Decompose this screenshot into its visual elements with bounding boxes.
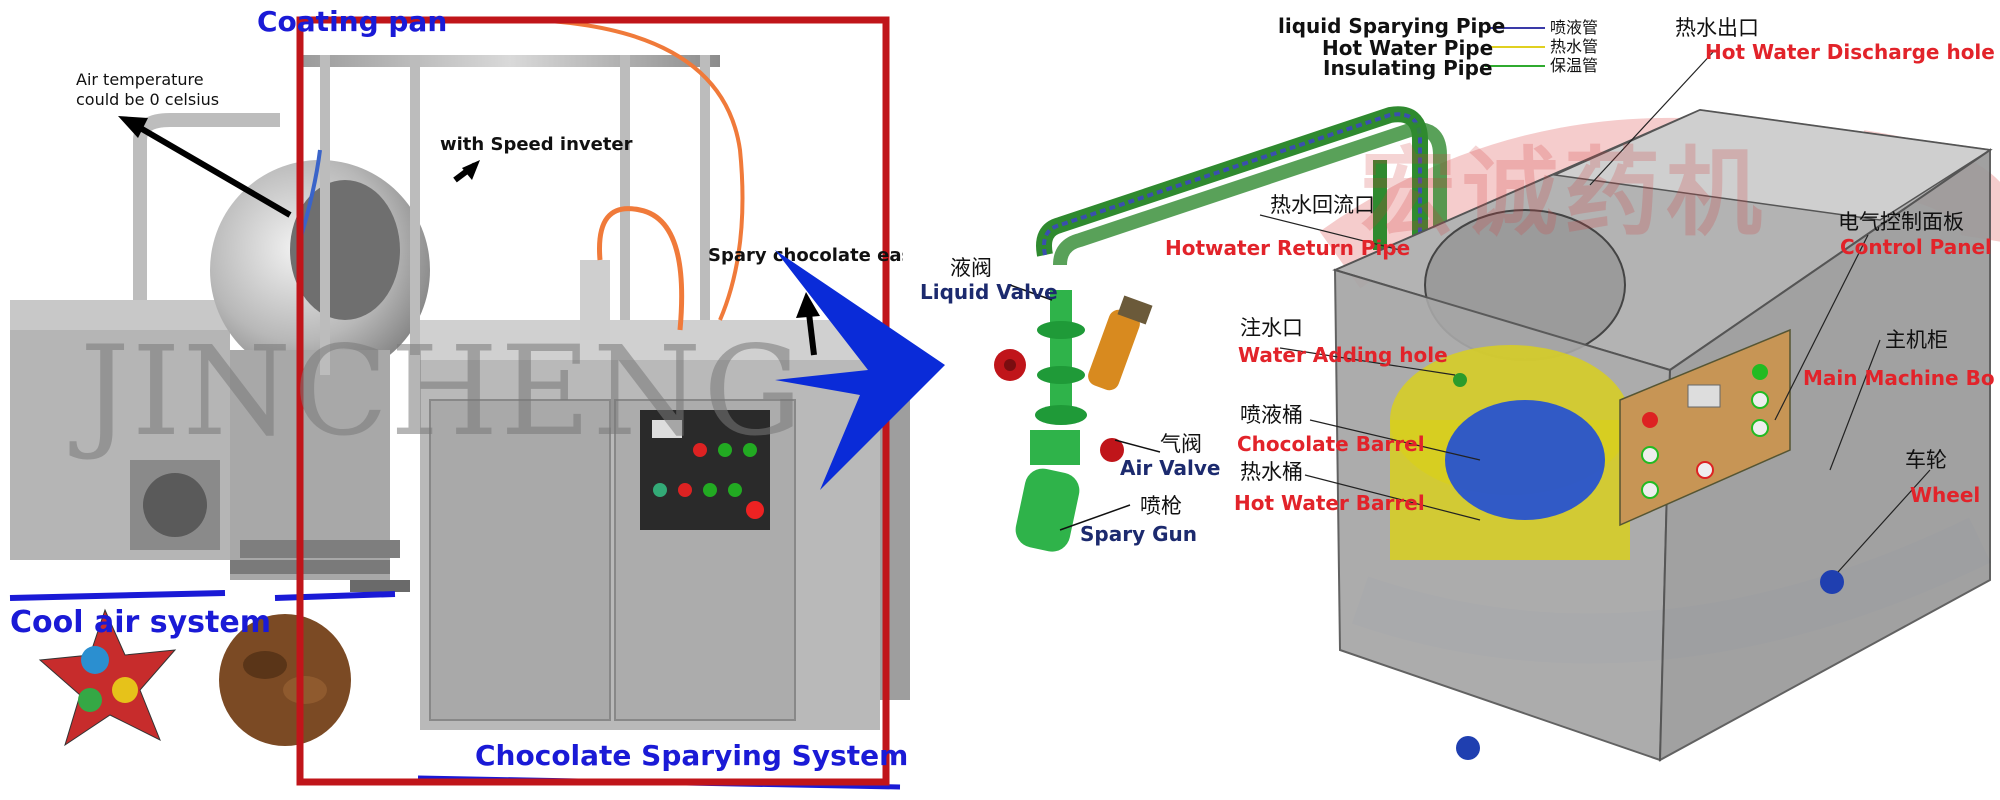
hotwater-return-cn: 热水回流口 <box>1270 193 1375 217</box>
legend-liquid-pipe-en: liquid Sparying Pipe <box>1278 14 1506 38</box>
left-photo-panel: JINCHENG Coating pan Air temperature cou… <box>0 0 910 800</box>
main-machine-en: Main Machine Bo <box>1803 366 1995 390</box>
chocolate-spraying-system-label: Chocolate Sparying System <box>475 739 909 772</box>
cad-control-panel <box>1619 328 1791 527</box>
water-adding-cn: 注水口 <box>1240 316 1303 340</box>
water-adding-en: Water Adding hole <box>1238 343 1448 367</box>
spray-gun-cn-label: 喷枪 <box>1140 494 1182 518</box>
hot-water-barrel-cn: 热水桶 <box>1240 460 1303 484</box>
wheel-en: Wheel <box>1910 483 1981 507</box>
wheel-cn: 车轮 <box>1905 448 1947 472</box>
legend-hot-water-pipe-cn: 热水管 <box>1550 37 1599 56</box>
legend-insulating-pipe-cn: 保温管 <box>1550 56 1599 75</box>
legend-insulating-pipe-en: Insulating Pipe <box>1323 56 1493 80</box>
speed-inverter-label: with Speed inveter <box>440 134 633 155</box>
fan-grill <box>143 473 207 537</box>
spray-chocolate-label: Spary chocolate easily <box>708 247 903 265</box>
coating-pan-label: Coating pan <box>257 5 448 38</box>
chocolate-barrel-en: Chocolate Barrel <box>1237 432 1425 456</box>
hot-water-barrel-en: Hot Water Barrel <box>1234 491 1425 515</box>
chocolate-almond-image <box>219 614 351 746</box>
candy-star-image <box>38 608 177 747</box>
hot-water-discharge-en: Hot Water Discharge hole <box>1705 40 1995 64</box>
right-watermark: 宏诚药机 <box>1360 137 1768 249</box>
liquid-valve-en-label: Liquid Valve <box>920 280 1058 304</box>
watermark-jincheng: JINCHENG <box>80 320 805 464</box>
legend-liquid-pipe-cn: 喷液管 <box>1550 18 1599 37</box>
left-machine-illustration <box>9 16 910 790</box>
liquid-valve-cn-label: 液阀 <box>950 256 992 280</box>
hot-water-discharge-cn: 热水出口 <box>1675 16 1759 40</box>
spray-gun-en-label: Spary Gun <box>1080 522 1197 546</box>
air-valve-cn-label: 气阀 <box>1160 432 1202 456</box>
wheel-icon <box>1456 736 1480 760</box>
air-temperature-label-line1: Air temperature <box>76 70 204 89</box>
liquid-valve-handle <box>994 349 1026 381</box>
control-panel-en: Control Panel <box>1840 235 1992 259</box>
cool-air-system-label: Cool air system <box>10 605 271 640</box>
air-temperature-label-line2: could be 0 celsius <box>76 90 220 109</box>
chocolate-barrel-cn: 喷液桶 <box>1240 403 1303 427</box>
hotwater-return-en: Hotwater Return Pipe <box>1165 236 1411 260</box>
control-panel-cn: 电气控制面板 <box>1838 210 1964 234</box>
legend-hot-water-pipe-en: Hot Water Pipe <box>1322 36 1494 60</box>
main-machine-cn: 主机柜 <box>1885 328 1948 352</box>
air-valve-en-label: Air Valve <box>1120 456 1221 480</box>
